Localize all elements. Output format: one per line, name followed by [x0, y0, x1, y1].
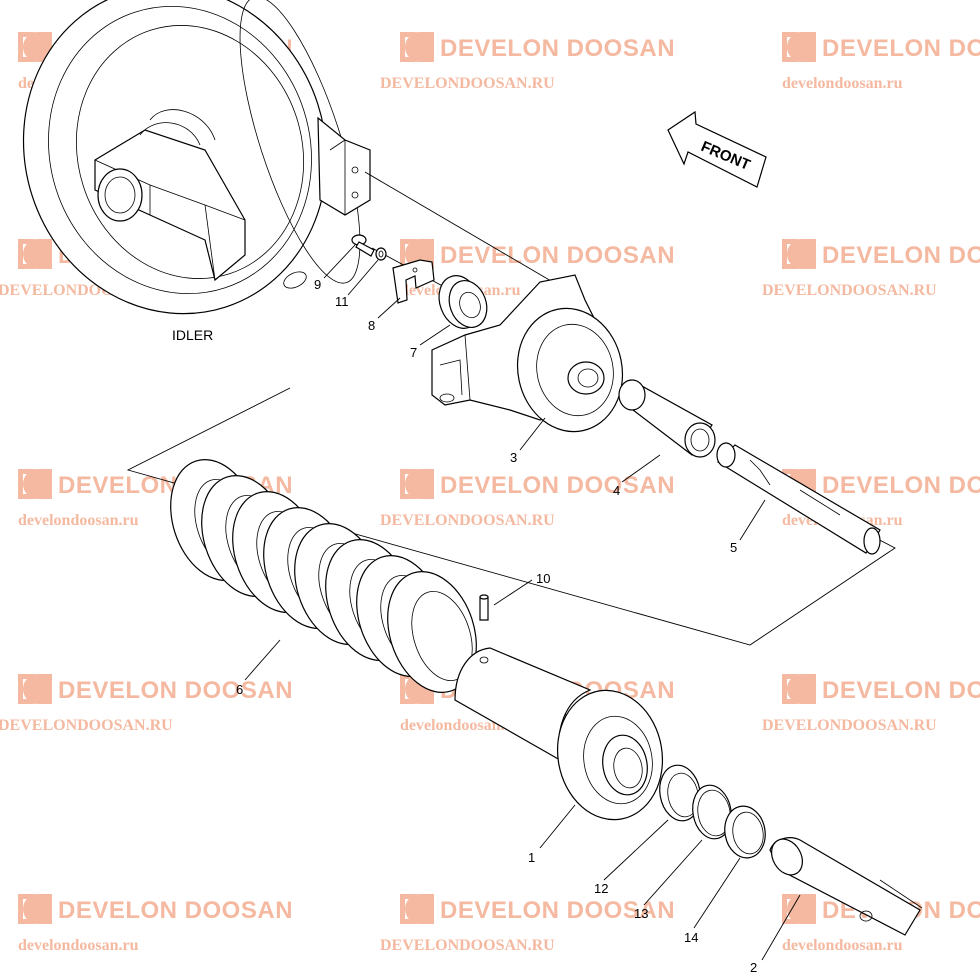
callout-leader-9 — [323, 244, 356, 279]
callout-leader-4 — [621, 454, 661, 483]
watermark-url: DEVELONDOOSAN.RU — [762, 282, 937, 299]
watermark-brand: DEVELON DOOSAN — [822, 472, 980, 499]
callout-leader-5 — [739, 499, 766, 541]
ring-part-13 — [692, 784, 732, 840]
spring-coil-inner — [411, 591, 473, 681]
callout-label-9: 9 — [314, 277, 321, 292]
callout-leader-10 — [493, 579, 533, 606]
watermark-logo-icon — [400, 32, 434, 62]
bushing-part-4 — [618, 379, 716, 458]
callout-leader-8 — [377, 297, 401, 319]
callout-label-2: 2 — [750, 960, 757, 975]
watermark-url: develondoosan.ru — [18, 512, 139, 529]
callout-leader-3 — [519, 417, 546, 451]
watermark-brand: DEVELON DOOSAN — [440, 35, 675, 62]
callout-leader-11 — [347, 259, 379, 296]
callout-leader-14 — [693, 857, 741, 929]
watermark-logo-icon — [18, 894, 52, 924]
idler-wheel — [22, 0, 371, 315]
watermark-brand: DEVELON DOOSAN — [822, 677, 980, 704]
callout-leader-7 — [419, 324, 451, 346]
watermark-url: develondoosan.ru — [782, 937, 903, 954]
watermark-logo-icon — [400, 894, 434, 924]
watermark-logo-icon — [782, 894, 816, 924]
nut-part-7 — [438, 275, 488, 329]
callout-label-1: 1 — [528, 850, 535, 865]
pin-part-10 — [479, 594, 489, 621]
watermark-brand: DEVELON DOOSAN — [822, 242, 980, 269]
watermark-brand: DEVELON DOOSAN — [58, 677, 293, 704]
watermark-brand: DEVELON DOOSAN — [822, 35, 980, 62]
washer-part-11 — [375, 247, 387, 261]
bolt-part-9 — [351, 234, 375, 257]
callout-label-14: 14 — [684, 930, 698, 945]
watermark-logo-icon — [400, 469, 434, 499]
callout-label-10: 10 — [536, 571, 550, 586]
callout-label-4: 4 — [613, 483, 620, 498]
watermark-brand: DEVELON DOOSAN — [58, 897, 293, 924]
front-direction-arrow: FRONT — [667, 110, 767, 188]
plate-part-8 — [392, 259, 435, 304]
spring-part-6 — [170, 459, 477, 693]
watermark-url: DEVELONDOOSAN.RU — [380, 937, 555, 954]
callout-label-6: 6 — [236, 682, 243, 697]
pin-part-2 — [769, 837, 923, 936]
callout-leader-1 — [539, 804, 576, 849]
watermark-url: DEVELONDOOSAN.RU — [380, 75, 555, 92]
watermark-brand: DEVELON DOOSAN — [440, 472, 675, 499]
callout-label-3: 3 — [510, 450, 517, 465]
watermark-url: develondoosan.ru — [18, 937, 139, 954]
watermark-url: DEVELONDOOSAN.RU — [762, 717, 937, 734]
callout-leader-6 — [244, 639, 281, 681]
watermark-logo-icon — [18, 239, 52, 269]
callout-label-8: 8 — [368, 318, 375, 333]
watermark-logo-icon — [18, 469, 52, 499]
idler-title: IDLER — [172, 327, 213, 343]
watermark-logo-icon — [18, 32, 52, 62]
callout-leader-2 — [761, 894, 801, 961]
callout-leader-12 — [603, 819, 669, 881]
watermark-url: develondoosan.ru — [400, 717, 521, 734]
callout-label-12: 12 — [594, 881, 608, 896]
watermark-logo-icon — [782, 674, 816, 704]
shaft-part-5 — [716, 442, 881, 555]
watermark-url: DEVELONDOOSAN.RU — [0, 717, 173, 734]
watermark-brand: DEVELON DOOSAN — [440, 897, 675, 924]
watermark-logo-icon — [18, 674, 52, 704]
watermark-url: develondoosan.ru — [782, 75, 903, 92]
callout-label-7: 7 — [410, 345, 417, 360]
bracket-part-3 — [431, 274, 624, 433]
callout-label-13: 13 — [634, 906, 648, 921]
cylinder-part-1 — [454, 647, 664, 821]
ring-part-14 — [724, 805, 766, 859]
watermark-logo-icon — [782, 32, 816, 62]
callout-leader-13 — [643, 839, 703, 906]
watermark-brand: DEVELON DOOSAN — [440, 242, 675, 269]
callout-label-11: 11 — [335, 294, 349, 309]
watermark-url: DEVELONDOOSAN.RU — [380, 512, 555, 529]
callout-label-5: 5 — [730, 540, 737, 555]
watermark-logo-icon — [782, 239, 816, 269]
